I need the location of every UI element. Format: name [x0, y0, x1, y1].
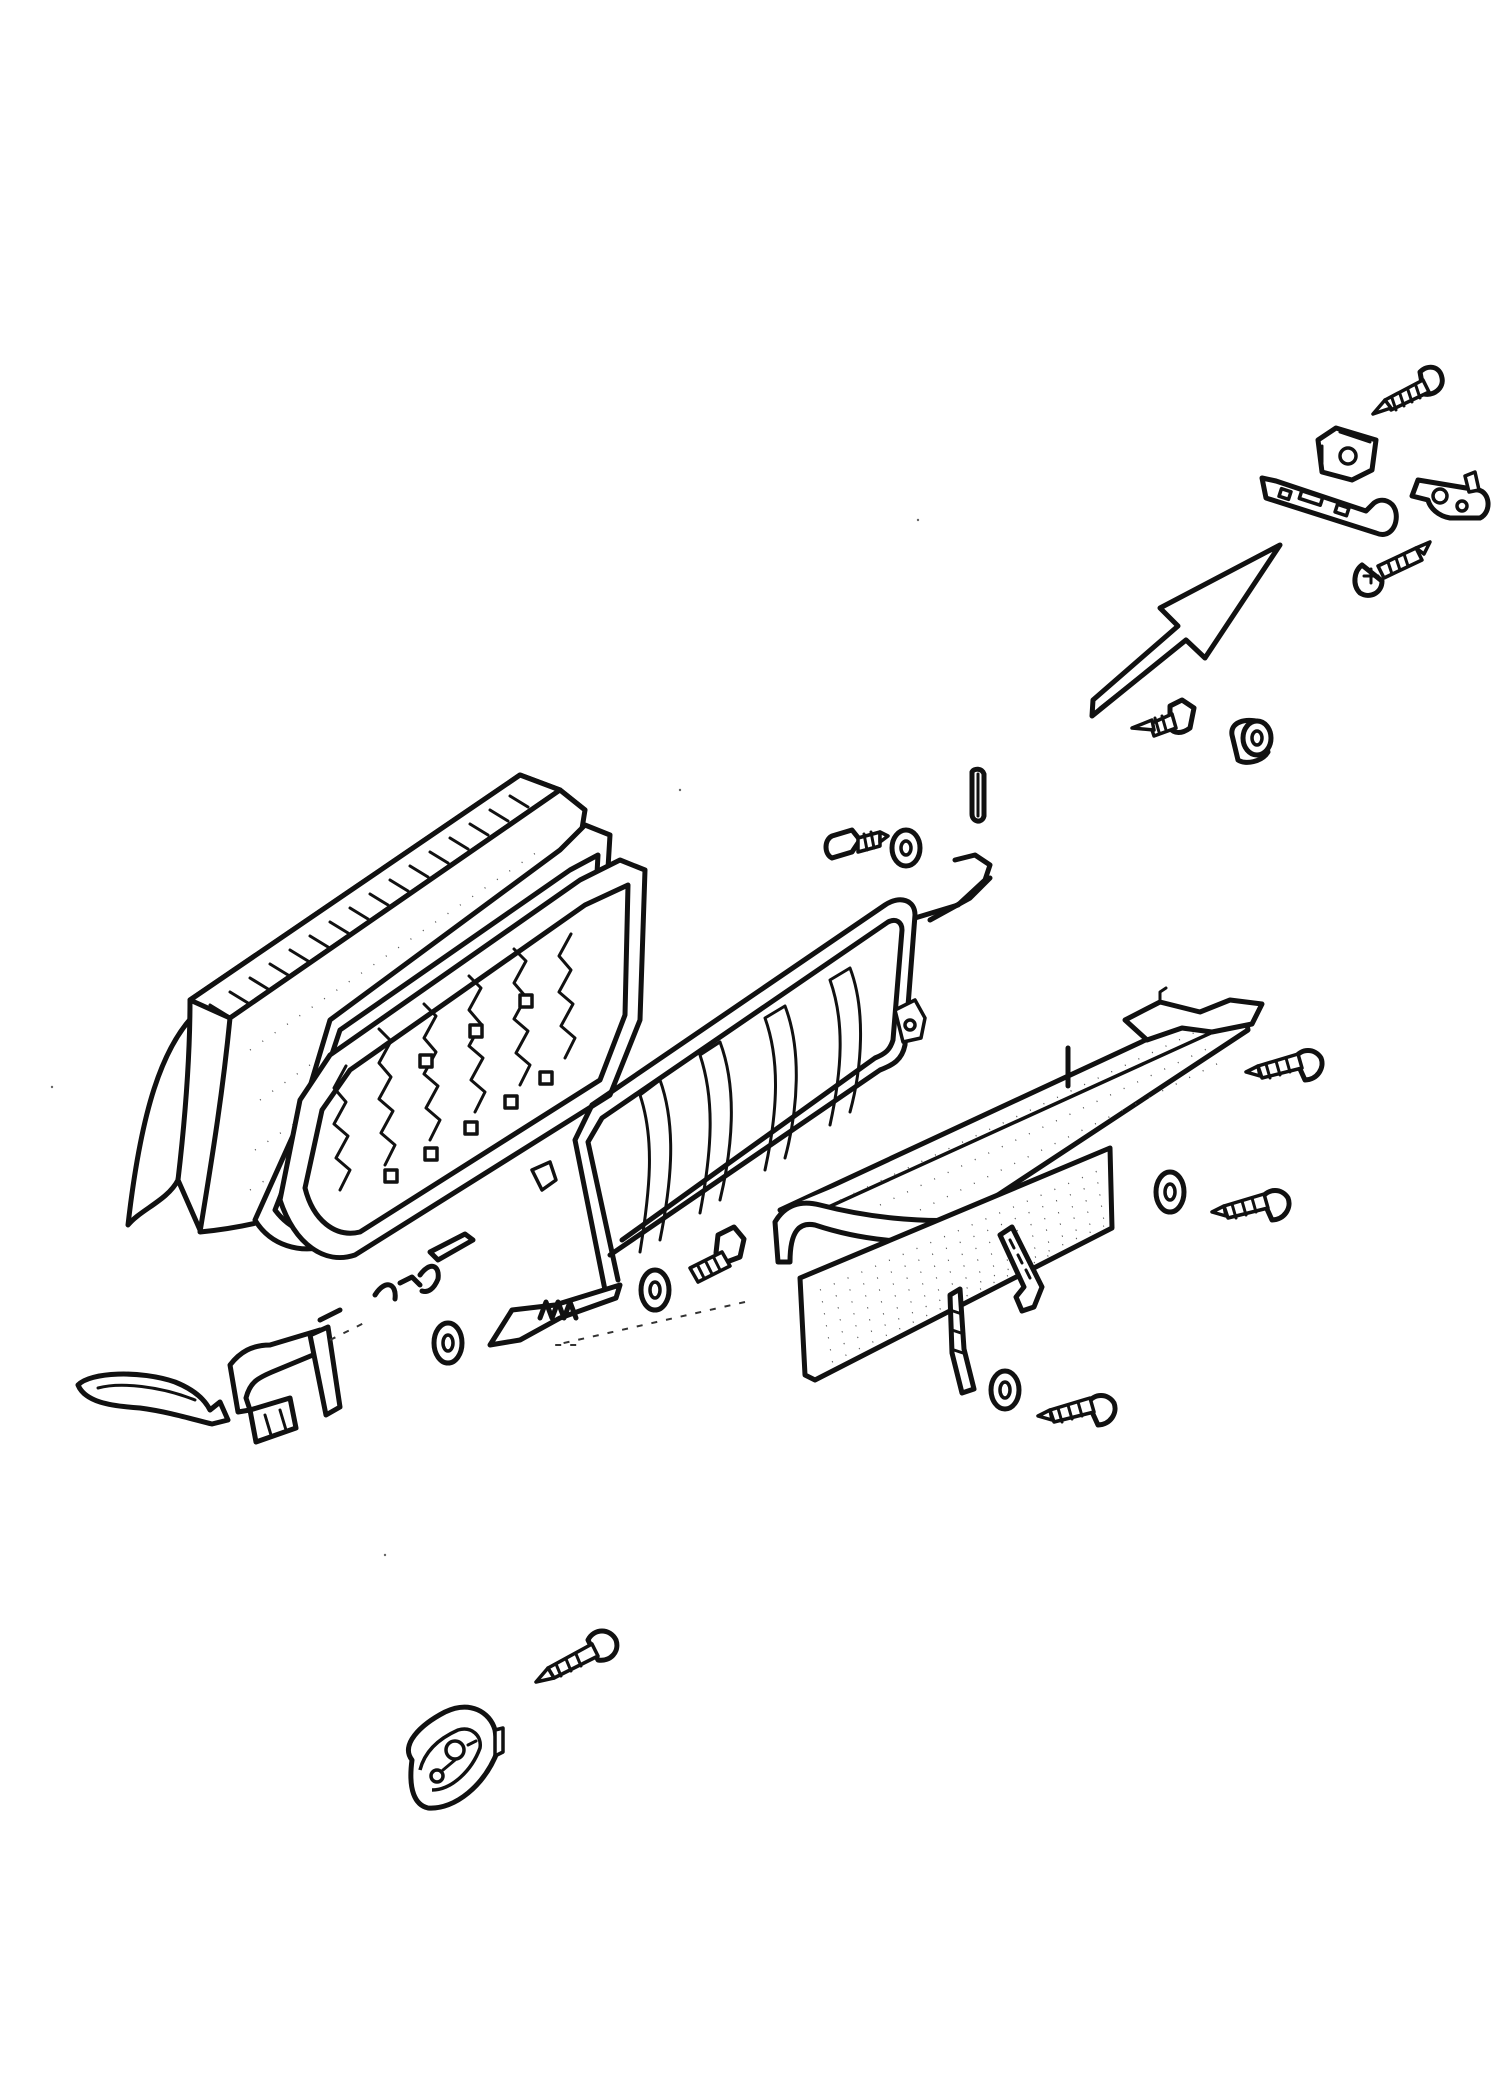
release-lever — [227, 1319, 371, 1445]
roll-pin — [969, 766, 987, 824]
screw-3 — [1371, 364, 1445, 416]
pivot-bolt — [688, 1224, 747, 1284]
screw-6 — [1210, 1188, 1292, 1223]
slotted-plate — [1259, 475, 1399, 537]
screws — [534, 364, 1445, 1684]
screw-2 — [1130, 697, 1197, 738]
screw-5 — [1244, 1048, 1325, 1083]
screw-7 — [1036, 1393, 1118, 1428]
construction-dots — [50, 518, 920, 1557]
side-panel-texture — [819, 1169, 1105, 1363]
panel-strap — [947, 1286, 977, 1396]
seat-bottom-panel — [554, 986, 1265, 1396]
zigzag-springs — [332, 932, 577, 1192]
screw-1 — [823, 827, 890, 861]
mounting-plate — [405, 1704, 505, 1811]
pull-strap — [75, 1371, 231, 1427]
panel-hook — [997, 1224, 1045, 1314]
latch-spring-assembly — [317, 1231, 476, 1323]
screw-8 — [534, 1628, 620, 1684]
direction-arrow-icon — [1089, 542, 1283, 719]
seat-back-tube-frame — [487, 852, 993, 1348]
seat-back-spring-frame — [252, 822, 648, 1261]
cushion-ribs — [208, 794, 530, 1018]
spring-clips — [383, 993, 554, 1184]
washers — [431, 718, 1274, 1412]
screw-4 — [1352, 540, 1432, 598]
hinge-assembly — [1259, 425, 1491, 537]
